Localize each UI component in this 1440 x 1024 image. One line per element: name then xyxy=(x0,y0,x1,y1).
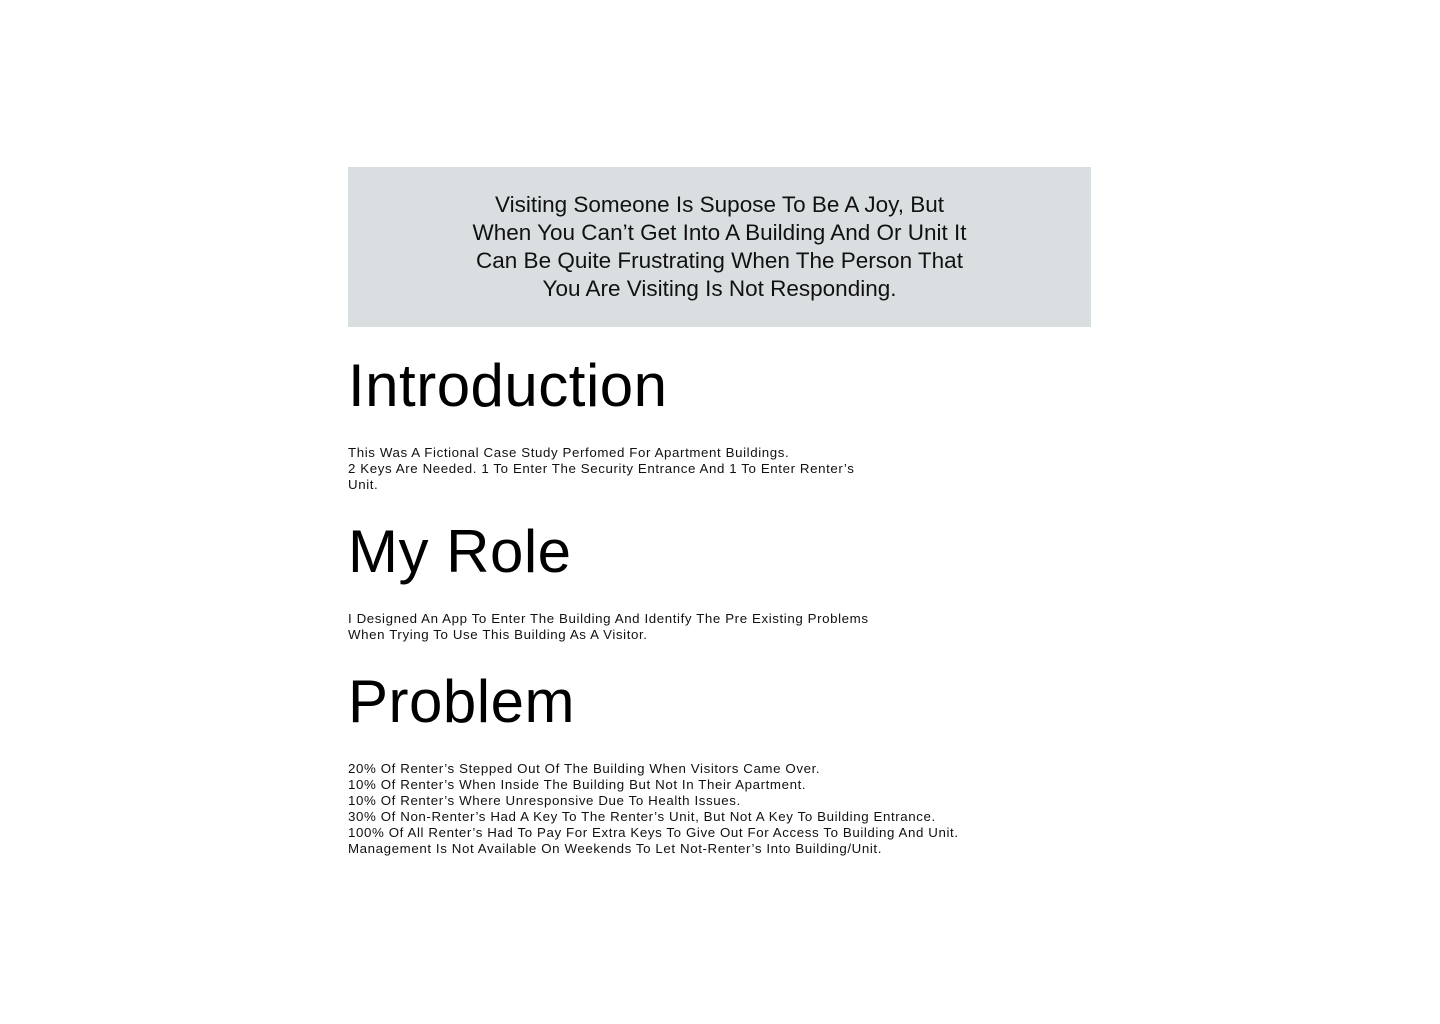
quote-line: When You Can’t Get Into A Building And O… xyxy=(472,220,967,245)
problem-line: 100% Of All Renter’s Had To Pay For Extr… xyxy=(348,825,959,840)
quote-line: You Are Visiting Is Not Responding. xyxy=(542,276,897,301)
introduction-heading: Introduction xyxy=(348,352,668,419)
problem-line: 20% Of Renter’s Stepped Out Of The Build… xyxy=(348,761,821,776)
quote-line: Visiting Someone Is Supose To Be A Joy, … xyxy=(494,192,945,217)
problem-line: Management Is Not Available On Weekends … xyxy=(348,841,882,856)
problem-line: 10% Of Renter’s Where Unresponsive Due T… xyxy=(348,793,741,808)
my-role-line: When Trying To Use This Building As A Vi… xyxy=(348,627,648,642)
problem-line: 30% Of Non-Renter’s Had A Key To The Ren… xyxy=(348,809,936,824)
my-role-heading: My Role xyxy=(348,518,572,585)
my-role-body: I Designed An App To Enter The Building … xyxy=(348,611,908,643)
problem-heading: Problem xyxy=(348,668,575,735)
introduction-line: This Was A Fictional Case Study Perfomed… xyxy=(348,445,790,460)
my-role-line: I Designed An App To Enter The Building … xyxy=(348,611,869,626)
introduction-line: 2 Keys Are Needed. 1 To Enter The Securi… xyxy=(348,461,855,476)
intro-quote-box: Visiting Someone Is Supose To Be A Joy, … xyxy=(348,167,1091,327)
introduction-line: Unit. xyxy=(348,477,379,492)
quote-line: Can Be Quite Frustrating When The Person… xyxy=(476,248,963,273)
intro-quote-text: Visiting Someone Is Supose To Be A Joy, … xyxy=(450,191,990,303)
problem-body: 20% Of Renter’s Stepped Out Of The Build… xyxy=(348,761,1048,857)
problem-line: 10% Of Renter’s When Inside The Building… xyxy=(348,777,807,792)
introduction-body: This Was A Fictional Case Study Perfomed… xyxy=(348,445,888,493)
